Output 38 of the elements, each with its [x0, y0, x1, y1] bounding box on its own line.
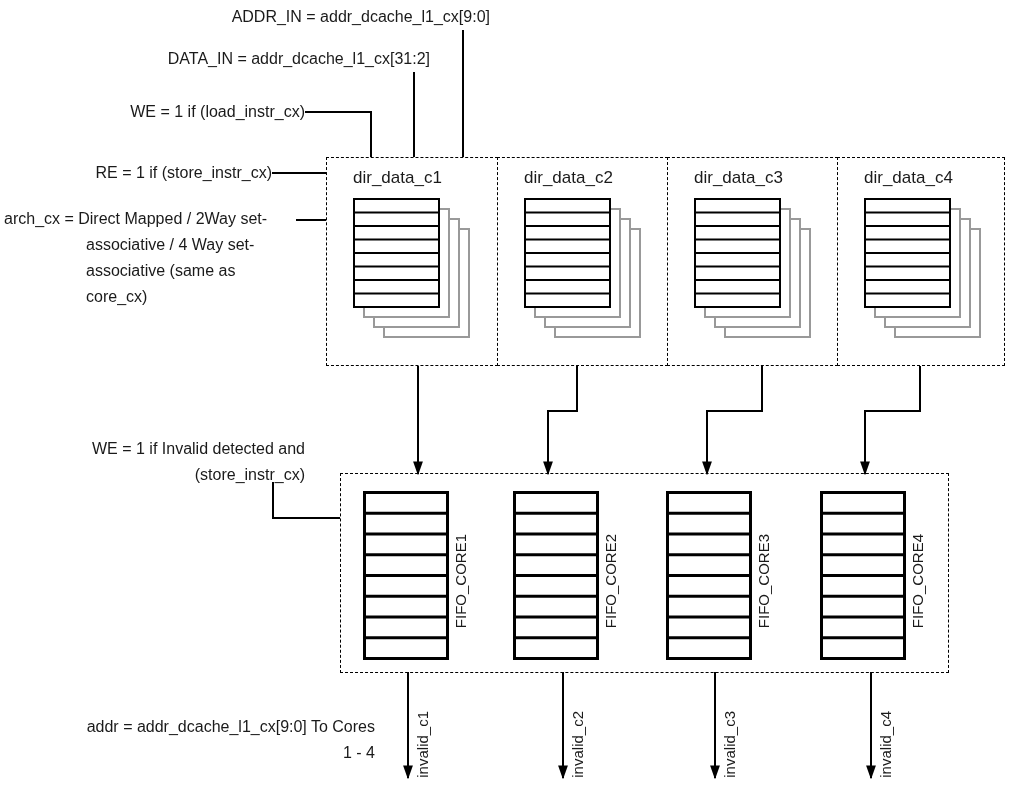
- arrow: [860, 365, 921, 476]
- memory-panel: [837, 157, 1005, 366]
- panel-title: dir_data_c2: [524, 168, 613, 188]
- fifo-label: FIFO_CORE3: [754, 534, 773, 629]
- arrow: [543, 365, 578, 476]
- panel-title: dir_data_c4: [864, 168, 953, 188]
- arrow: [413, 365, 423, 476]
- signal-line: [295, 219, 327, 221]
- edge-label: invalid_c3: [720, 711, 739, 778]
- arrow: [403, 671, 413, 780]
- signal-line: [271, 172, 327, 174]
- arrow: [558, 671, 568, 780]
- edge-label: invalid_c4: [876, 711, 895, 778]
- arrow: [702, 365, 763, 476]
- edge-label: invalid_c2: [568, 711, 587, 778]
- signal-text: WE = 1 if (load_instr_cx): [60, 99, 305, 125]
- panel-title: dir_data_c1: [353, 168, 442, 188]
- signal-text: RE = 1 if (store_instr_cx): [30, 160, 272, 186]
- signal-line: [462, 29, 464, 158]
- signal-text: DATA_IN = addr_dcache_l1_cx[31:2]: [80, 46, 430, 72]
- fifo-label: FIFO_CORE1: [451, 534, 470, 629]
- signal-line: [272, 481, 341, 519]
- edge-label: invalid_c1: [413, 711, 432, 778]
- signal-line: [304, 111, 372, 158]
- panel-title: dir_data_c3: [694, 168, 783, 188]
- signal-text: arch_cx = Direct Mapped / 2Way set-associative / 4 Way set-associative (same as core_cx): [4, 206, 296, 314]
- note-text: addr = addr_dcache_l1_cx[9:0] To Cores 1 - 4: [85, 717, 375, 763]
- arrow: [866, 671, 876, 780]
- memory-panel: [497, 157, 668, 366]
- memory-panel: [667, 157, 838, 366]
- memory-panel: [326, 157, 498, 366]
- fifo-label: FIFO_CORE2: [601, 534, 620, 629]
- signal-line: [413, 71, 415, 158]
- fifo-label: FIFO_CORE4: [908, 534, 927, 629]
- signal-text: WE = 1 if Invalid detected and (store_instr_cx): [40, 436, 305, 482]
- signal-text: ADDR_IN = addr_dcache_l1_cx[9:0]: [150, 4, 490, 30]
- arrow: [710, 671, 720, 780]
- fifo-group-frame: [340, 473, 949, 673]
